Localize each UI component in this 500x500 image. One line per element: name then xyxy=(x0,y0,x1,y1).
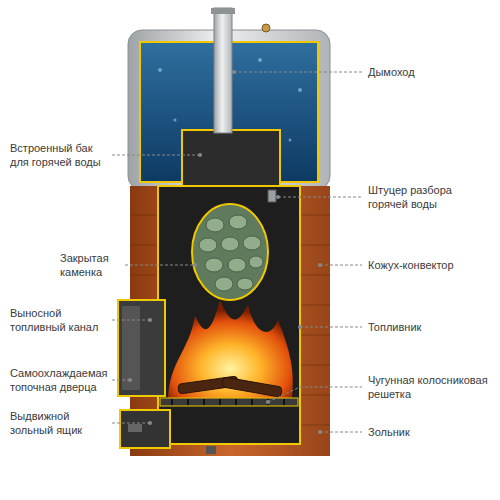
part-label: Выдвижной зольный ящик xyxy=(10,409,112,437)
part-label: Топливник xyxy=(368,320,493,334)
part-label: Самоохлаждаемая топочная дверца xyxy=(10,366,112,394)
part-label: Кожух-конвектор xyxy=(368,258,493,272)
part-label: Штуцер разбора горячей воды xyxy=(368,183,493,211)
part-label: Дымоход xyxy=(368,65,493,79)
part-label: Чугунная колосниковая решетка xyxy=(368,373,496,401)
part-label: Встроенный бак для горячей воды xyxy=(10,141,112,169)
part-label: Зольник xyxy=(368,425,493,439)
part-label: Выносной топливный канал xyxy=(10,306,112,334)
part-label: Закрытая каменка xyxy=(60,251,122,279)
